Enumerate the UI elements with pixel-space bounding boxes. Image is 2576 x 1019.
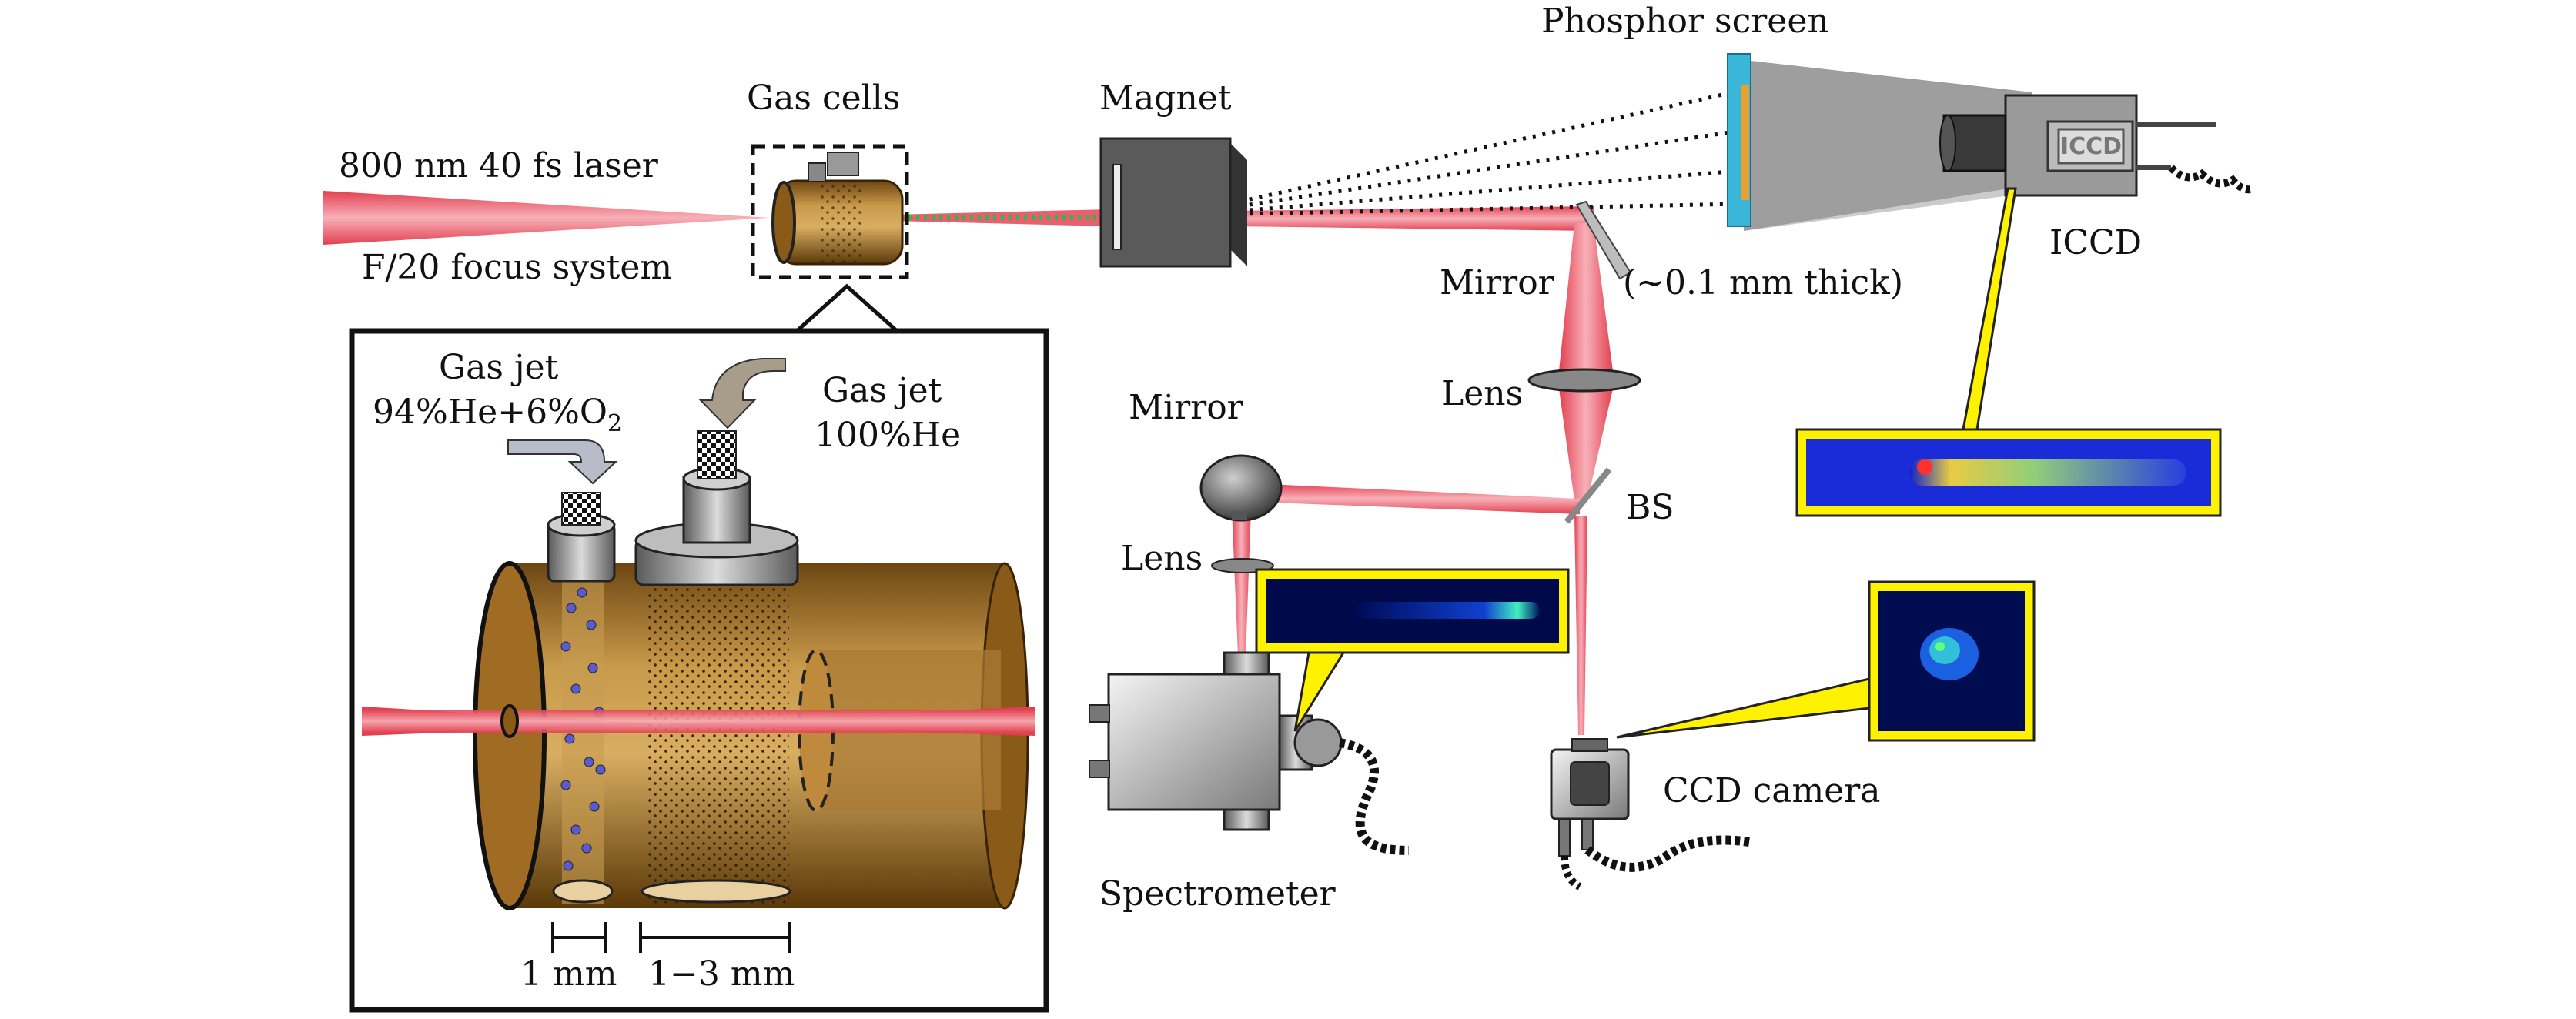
label-dim-1mm: 1 mm — [520, 954, 617, 994]
label-mirror-left: Mirror — [1129, 388, 1244, 427]
label-mirror-top: Mirror — [1440, 263, 1555, 302]
iccd-camera — [1939, 94, 2252, 197]
gas-cell-box — [751, 144, 909, 279]
phosphor-screen — [1727, 53, 2032, 231]
label-laser: 800 nm 40 fs laser — [339, 146, 659, 185]
gas-cell-small — [751, 144, 909, 279]
label-magnet: Magnet — [1099, 79, 1232, 118]
ccd-camera — [1550, 738, 1750, 890]
labels: 800 nm 40 fs laser F/20 focus system Gas… — [339, 2, 2142, 994]
label-focus: F/20 focus system — [362, 248, 672, 287]
spectrometer-device — [1089, 651, 1410, 855]
laser-beam — [323, 191, 1613, 735]
beam-splitter — [1564, 467, 1612, 524]
label-lens-left: Lens — [1121, 539, 1203, 578]
gas-cell-inset — [349, 328, 1049, 1013]
inset-callout — [795, 283, 898, 332]
label-lens-top: Lens — [1441, 374, 1523, 413]
beam-to-mirror — [1232, 206, 1594, 231]
label-gas-cells: Gas cells — [747, 79, 900, 118]
electron-trajectories — [1239, 89, 1741, 216]
label-ccd-camera: CCD camera — [1663, 771, 1881, 810]
ccd-callout — [1616, 677, 1871, 739]
label-gas-jet-2-title: Gas jet — [822, 371, 942, 410]
magnet-block — [1099, 137, 1247, 268]
label-thickness: (∼0.1 mm thick) — [1623, 263, 1903, 302]
spectrometer-image-panel — [1255, 568, 1570, 654]
beam-to-spectrometer — [1232, 508, 1251, 656]
label-dim-range: 1−3 mm — [648, 954, 795, 994]
label-gas-jet-1-title: Gas jet — [439, 348, 559, 387]
label-bs: BS — [1626, 488, 1674, 527]
beam-down — [1559, 223, 1613, 371]
iccd-image-panel — [1795, 428, 2222, 517]
thin-mirror — [1575, 200, 1632, 280]
beam-to-ccd — [1574, 516, 1587, 735]
beam-down-2 — [1559, 389, 1613, 500]
beam-to-left-mirror — [1251, 483, 1580, 514]
dimension-markers — [551, 922, 791, 953]
iccd-callout — [1962, 187, 2017, 431]
label-iccd: ICCD — [2049, 223, 2142, 262]
label-spectrometer: Spectrometer — [1099, 874, 1337, 914]
ccd-image-panel — [1868, 580, 2036, 742]
label-gas-jet-2-mix: 100%He — [815, 416, 961, 455]
label-phosphor: Phosphor screen — [1541, 2, 1829, 41]
incoming-beam — [323, 191, 770, 245]
gas-flow-arrow-1 — [507, 439, 618, 485]
lens-top — [1527, 368, 1641, 393]
iccd-badge: ICCD — [2060, 133, 2122, 160]
gas-flow-arrow-2 — [698, 358, 786, 429]
label-gas-jet-1-mix: 94%He+6%O2 — [373, 393, 622, 437]
left-mirror — [1199, 454, 1283, 522]
